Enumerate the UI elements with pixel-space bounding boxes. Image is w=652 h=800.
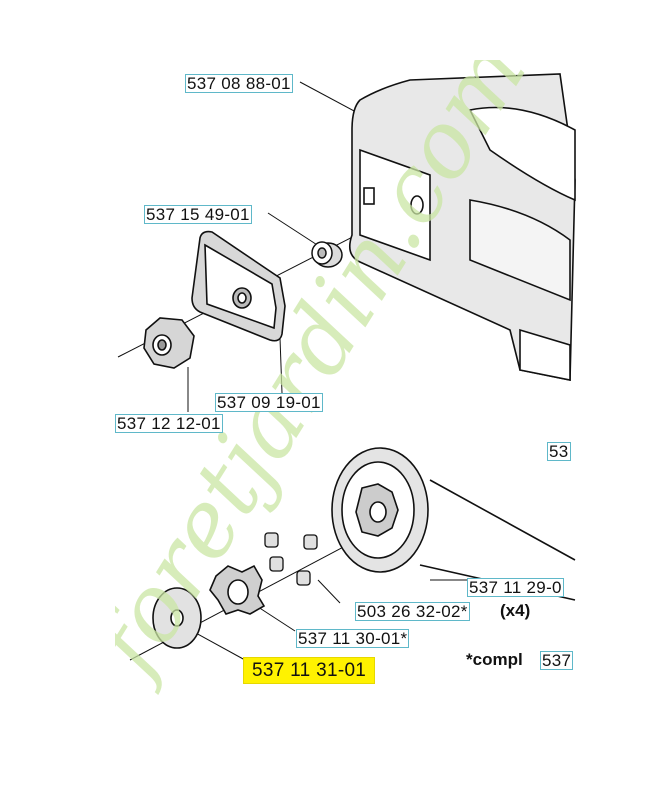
part-label-cut-537: 537 xyxy=(540,651,574,670)
clutch-cover xyxy=(349,73,576,381)
part-label-cut-53: 53 xyxy=(547,442,571,461)
part-label-537-09-19-01: 537 09 19-01 xyxy=(215,393,323,412)
part-label-537-11-31-01-highlighted: 537 11 31-01 xyxy=(243,657,376,684)
nut-537-12-12 xyxy=(143,317,195,369)
compl-note: *compl xyxy=(466,650,523,669)
needle-bearings xyxy=(264,532,318,586)
part-label-537-15-49-01: 537 15 49-01 xyxy=(144,205,252,224)
quantity-note-x4: (x4) xyxy=(500,601,531,620)
part-label-537-08-88-01: 537 08 88-01 xyxy=(185,74,293,93)
part-label-503-26-32-02: 503 26 32-02* xyxy=(355,602,470,621)
part-label-537-12-12-01: 537 12 12-01 xyxy=(115,414,223,433)
washer-537-11-31 xyxy=(152,587,202,649)
clutch-drum xyxy=(331,447,576,601)
plate-537-09-19 xyxy=(191,230,286,342)
part-label-537-11-30-01: 537 11 30-01* xyxy=(296,629,410,648)
washer-537-15-49 xyxy=(311,241,343,268)
part-label-537-11-29: 537 11 29-0 xyxy=(467,578,564,597)
clutch-spider xyxy=(209,564,266,615)
